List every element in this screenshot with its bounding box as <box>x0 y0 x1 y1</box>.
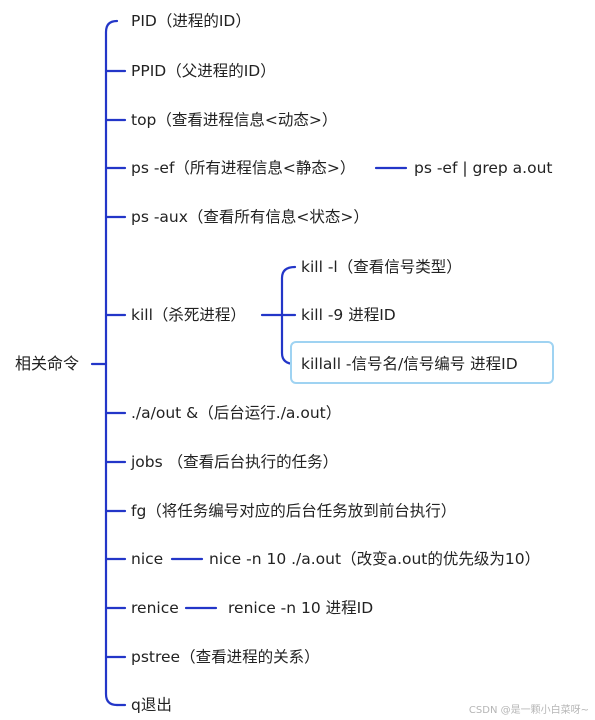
node-top[interactable]: top（查看进程信息<动态>） <box>131 111 338 129</box>
node-killall[interactable]: killall -信号名/信号编号 进程ID <box>301 355 518 373</box>
node-renice[interactable]: renice <box>131 599 179 617</box>
node-background-run[interactable]: ./a/out &（后台运行./a.out） <box>131 404 342 422</box>
selected-node-highlight[interactable] <box>290 341 554 384</box>
node-ps-ef[interactable]: ps -ef（所有进程信息<静态>） <box>131 159 356 177</box>
node-quit[interactable]: q退出 <box>131 696 172 714</box>
node-ppid[interactable]: PPID（父进程的ID） <box>131 62 276 80</box>
node-ps-aux[interactable]: ps -aux（查看所有信息<状态>） <box>131 208 369 226</box>
main-trunk <box>104 19 119 707</box>
watermark: CSDN @是一颗小白菜呀~ <box>468 705 589 716</box>
node-kill[interactable]: kill（杀死进程） <box>131 306 246 324</box>
node-nice-child[interactable]: nice -n 10 ./a.out（改变a.out的优先级为10） <box>209 550 541 568</box>
node-kill-9[interactable]: kill -9 进程ID <box>301 306 396 324</box>
node-ps-ef-grep[interactable]: ps -ef | grep a.out <box>414 159 553 177</box>
node-jobs[interactable]: jobs （查看后台执行的任务） <box>131 453 339 471</box>
node-fg[interactable]: fg（将任务编号对应的后台任务放到前台执行） <box>131 502 457 520</box>
node-renice-child[interactable]: renice -n 10 进程ID <box>228 599 374 617</box>
root-node[interactable]: 相关命令 <box>15 354 80 373</box>
node-pstree[interactable]: pstree（查看进程的关系） <box>131 648 320 666</box>
node-kill-l[interactable]: kill -l（查看信号类型） <box>301 258 462 276</box>
node-pid[interactable]: PID（进程的ID） <box>131 12 251 30</box>
node-nice[interactable]: nice <box>131 550 164 568</box>
